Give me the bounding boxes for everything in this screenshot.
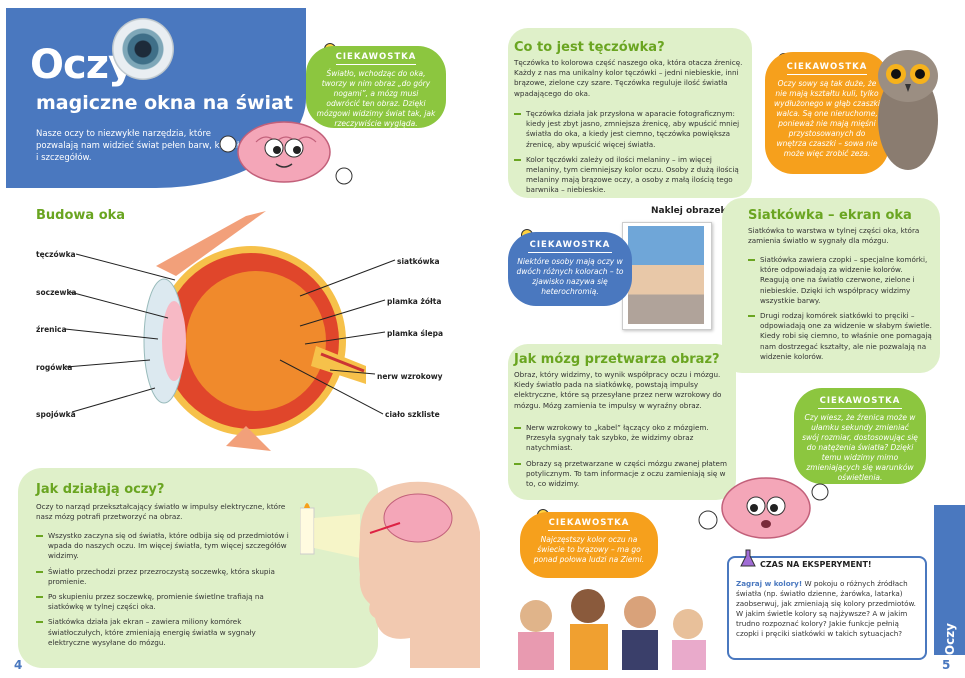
section-title-mozg: Jak mózg przetwarza obraz?	[514, 352, 720, 367]
teczowka-intro: Tęczówka to kolorowa część naszego oka, …	[514, 58, 743, 98]
page-number-left: 4	[14, 658, 23, 672]
eye-illustration	[112, 18, 174, 80]
curio-text: Czy wiesz, że źrenica może w ułamku seku…	[802, 413, 918, 482]
curio-box-image-inversion: CIEKAWOSTKA Światło, wchodząc do oka, tw…	[306, 46, 446, 128]
section-title-siatkowka: Siatkówka – ekran oka	[748, 208, 912, 223]
curio-box-brown-eyes: CIEKAWOSTKA Najczęstszy kolor oczu na św…	[520, 512, 658, 578]
list-item: Po skupieniu przez soczewkę, promienie ś…	[36, 592, 298, 612]
curio-text: Niektóre osoby mają oczy w dwóch różnych…	[516, 257, 624, 296]
head-silhouette-illustration	[300, 481, 480, 668]
section-title-teczowka: Co to jest tęczówka?	[514, 40, 665, 55]
brain-mascot-icon	[698, 477, 829, 539]
curio-box-heterochromia: CIEKAWOSTKA Niektóre osoby mają oczy w d…	[508, 232, 632, 306]
label-plamka-slepa: plamka ślepa	[387, 329, 444, 338]
mozg-box	[508, 344, 736, 500]
mozg-intro: Obraz, który widzimy, to wynik współprac…	[514, 370, 722, 410]
label-teczowka: tęczówka	[36, 250, 76, 259]
eye-anatomy-diagram	[143, 211, 366, 451]
label-soczewka: soczewka	[36, 288, 77, 297]
teczowka-bullets: Tęczówka działa jak przysłona w aparacie…	[514, 104, 744, 196]
list-item: Obrazy są przetwarzane w części mózgu zw…	[514, 459, 730, 490]
list-item: Siatkówka zawiera czopki – specjalne kom…	[748, 255, 932, 306]
owl-illustration	[878, 50, 938, 170]
jak-intro: Oczy to narząd przekształcający światło …	[36, 502, 286, 522]
flask-icon	[740, 549, 756, 567]
experiment-title: CZAS NA EKSPERYMENT!	[760, 560, 872, 569]
section-title-jak: Jak działają oczy?	[36, 482, 165, 497]
label-nerw-wzrokowy: nerw wzrokowy	[377, 372, 443, 381]
list-item: Siatkówka działa jak ekran – zawiera mil…	[36, 617, 298, 648]
curio-box-owl: CIEKAWOSTKA Oczy sowy są tak duże, że ni…	[765, 52, 889, 174]
list-item: Tęczówka działa jak przysłona w aparacie…	[514, 109, 744, 150]
page-number-right: 5	[942, 658, 951, 672]
experiment-body: W pokoju o różnych źródłach światła (np.…	[736, 579, 916, 638]
experiment-text: Zagraj w kolory! W pokoju o różnych źród…	[736, 579, 918, 639]
list-item: Nerw wzrokowy to „kabel” łączący oko z m…	[514, 423, 730, 454]
label-zrenica: źrenica	[36, 325, 67, 334]
curio-label: CIEKAWOSTKA	[786, 62, 868, 72]
diagram-pointer-lines	[64, 253, 396, 415]
curio-text: Najczęstszy kolor oczu na świecie to brą…	[533, 535, 645, 564]
curio-box-pupil: CIEKAWOSTKA Czy wiesz, że źrenica może w…	[794, 388, 926, 484]
experiment-lead: Zagraj w kolory!	[736, 579, 803, 588]
label-rogowka: rogówka	[36, 363, 73, 372]
list-item: Kolor tęczówki zależy od ilości melaniny…	[514, 155, 744, 196]
siatkowka-intro: Siatkówka to warstwa w tylnej części oka…	[748, 226, 920, 246]
jak-bullets: Wszystko zaczyna się od światła, które o…	[36, 526, 298, 648]
curio-label: CIEKAWOSTKA	[335, 52, 417, 62]
list-item: Drugi rodzaj komórek siatkówki to pręcik…	[748, 311, 932, 362]
children-photo	[518, 589, 706, 670]
list-item: Światło przechodzi przez przezroczystą s…	[36, 567, 298, 587]
curio-label: CIEKAWOSTKA	[529, 240, 611, 250]
teczowka-box	[508, 28, 752, 198]
label-cialo-szkliste: ciało szkliste	[385, 410, 440, 419]
brain-mascot-icon	[219, 121, 353, 185]
mozg-bullets: Nerw wzrokowy to „kabel” łączący oko z m…	[514, 418, 730, 489]
page-subtitle: magiczne okna na świat	[36, 92, 293, 114]
label-spojowka: spojówka	[36, 410, 76, 419]
siatkowka-box	[722, 198, 940, 373]
label-siatkowka: siatkówka	[397, 257, 440, 266]
sticker-label: Naklej obrazek	[651, 206, 727, 216]
chapter-tab-label: Oczy	[942, 622, 957, 655]
list-item: Wszystko zaczyna się od światła, które o…	[36, 531, 298, 562]
curio-text: Światło, wchodząc do oka, tworzy w nim o…	[316, 69, 436, 128]
left-page: Oczy magiczne okna na świat Nasze oczy t…	[0, 0, 482, 678]
curio-label: CIEKAWOSTKA	[548, 518, 630, 528]
girl-with-dog-photo	[628, 226, 704, 324]
chapter-tab	[934, 505, 965, 655]
curio-label: CIEKAWOSTKA	[819, 396, 901, 406]
curio-text: Oczy sowy są tak duże, że nie mają kszta…	[774, 79, 880, 158]
intro-text: Nasze oczy to niezwykłe narzędzia, które…	[36, 129, 255, 163]
label-plamka-zolta: plamka żółta	[387, 297, 442, 306]
siatkowka-bullets: Siatkówka zawiera czopki – specjalne kom…	[748, 250, 932, 362]
how-eyes-work-box	[18, 468, 378, 668]
section-title-budowa: Budowa oka	[36, 208, 126, 223]
experiment-box	[727, 556, 927, 660]
